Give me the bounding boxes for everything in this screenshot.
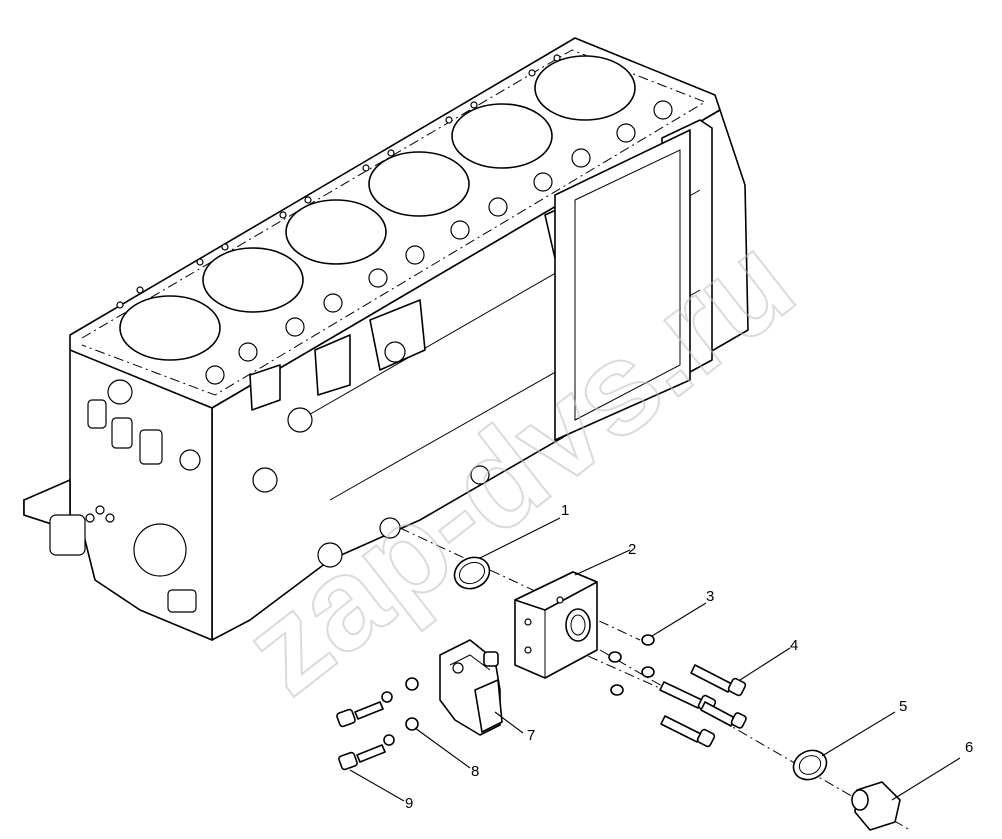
callout-3: 3 bbox=[706, 588, 714, 605]
part-8-washers bbox=[381, 677, 419, 746]
callout-6: 6 bbox=[965, 739, 973, 756]
callout-8: 8 bbox=[471, 763, 479, 780]
part-2-adapter-block bbox=[514, 571, 598, 679]
part-7-sensor bbox=[439, 639, 503, 736]
callout-5: 5 bbox=[899, 698, 907, 715]
assembly-axis-lines bbox=[399, 527, 911, 831]
part-6-plug bbox=[851, 781, 901, 831]
part-5-seal-ring bbox=[792, 749, 828, 781]
leader-lines bbox=[349, 517, 961, 802]
deck-holes bbox=[116, 54, 673, 385]
callout-1: 1 bbox=[561, 502, 569, 519]
callout-4: 4 bbox=[790, 637, 798, 654]
callout-9: 9 bbox=[405, 795, 413, 812]
callout-7: 7 bbox=[527, 727, 535, 744]
part-4-bolts bbox=[659, 664, 747, 748]
engine-block bbox=[23, 37, 749, 641]
part-3-washers bbox=[608, 634, 655, 696]
front-face-cutouts bbox=[49, 379, 201, 613]
callout-2: 2 bbox=[628, 541, 636, 558]
part-1-o-ring bbox=[453, 556, 491, 590]
callout-labels: 1 2 3 4 5 6 7 8 9 bbox=[405, 502, 973, 812]
part-9-screws bbox=[336, 701, 386, 771]
cylinder-bores bbox=[119, 55, 636, 361]
